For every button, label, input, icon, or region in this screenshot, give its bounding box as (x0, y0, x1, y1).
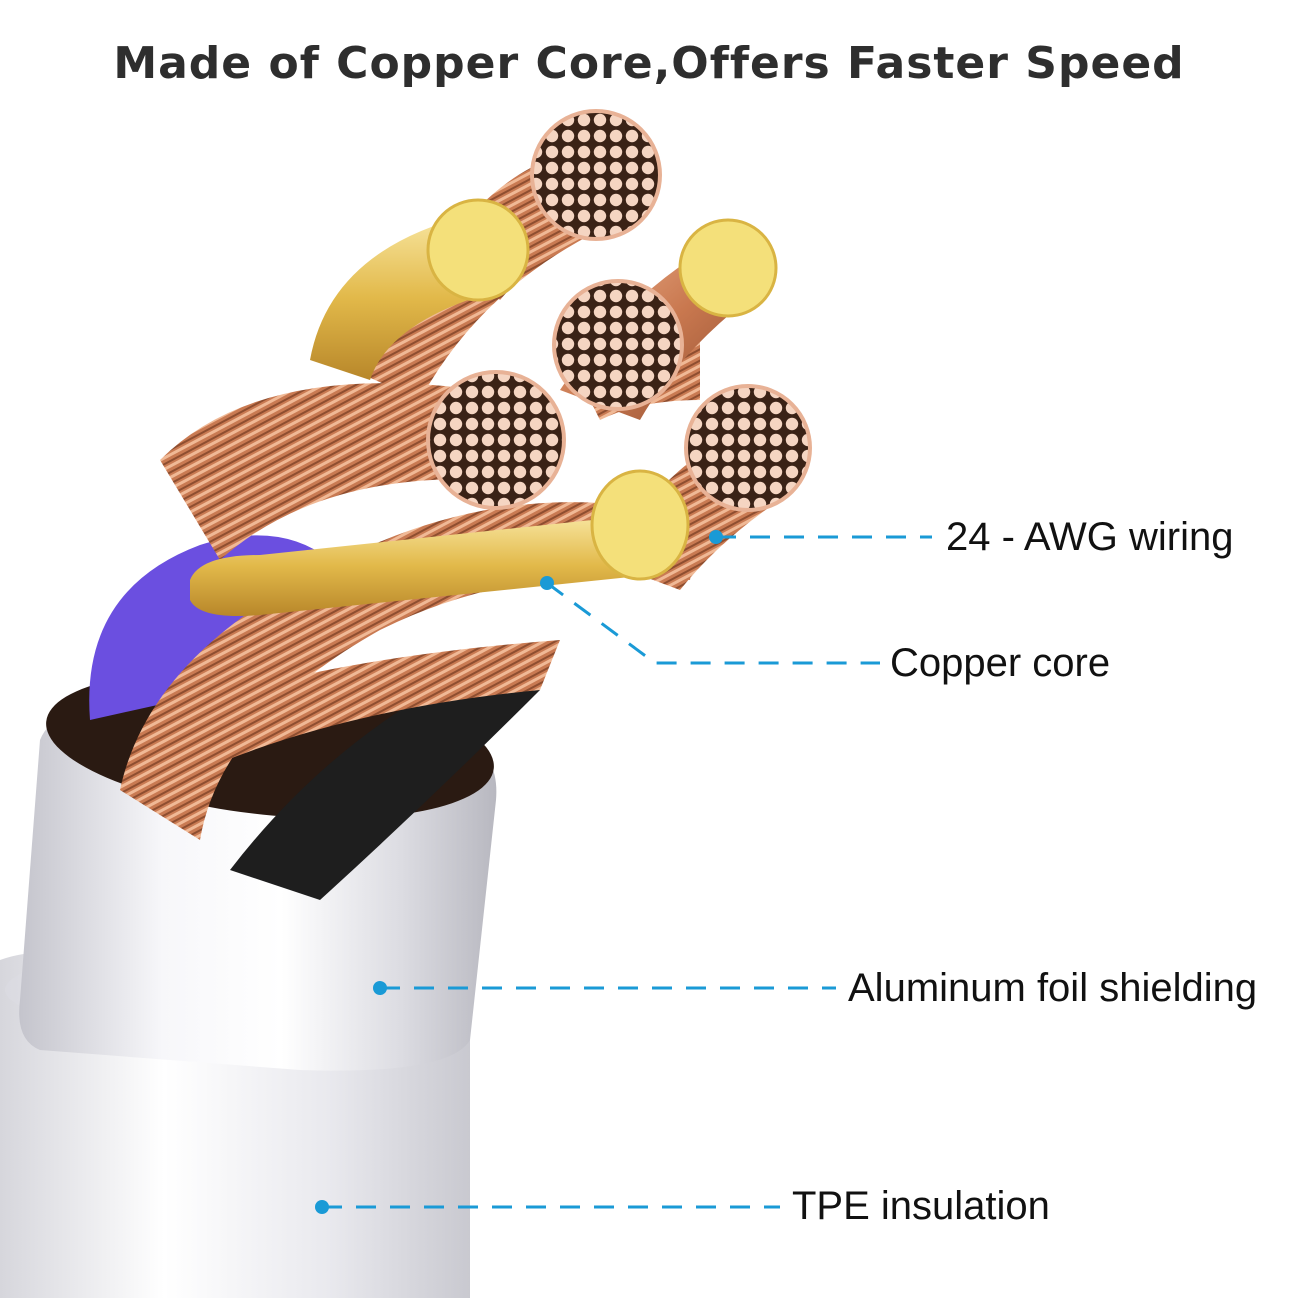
dot-core (540, 576, 554, 590)
callout-label-awg: 24 - AWG wiring (946, 515, 1233, 560)
dot-tpe (315, 1200, 329, 1214)
leader-core (547, 583, 880, 663)
dot-awg (709, 530, 723, 544)
callout-label-aluminum-foil: Aluminum foil shielding (848, 966, 1257, 1011)
dot-foil (373, 981, 387, 995)
callout-label-tpe: TPE insulation (792, 1184, 1050, 1229)
callout-label-copper-core: Copper core (890, 641, 1110, 686)
